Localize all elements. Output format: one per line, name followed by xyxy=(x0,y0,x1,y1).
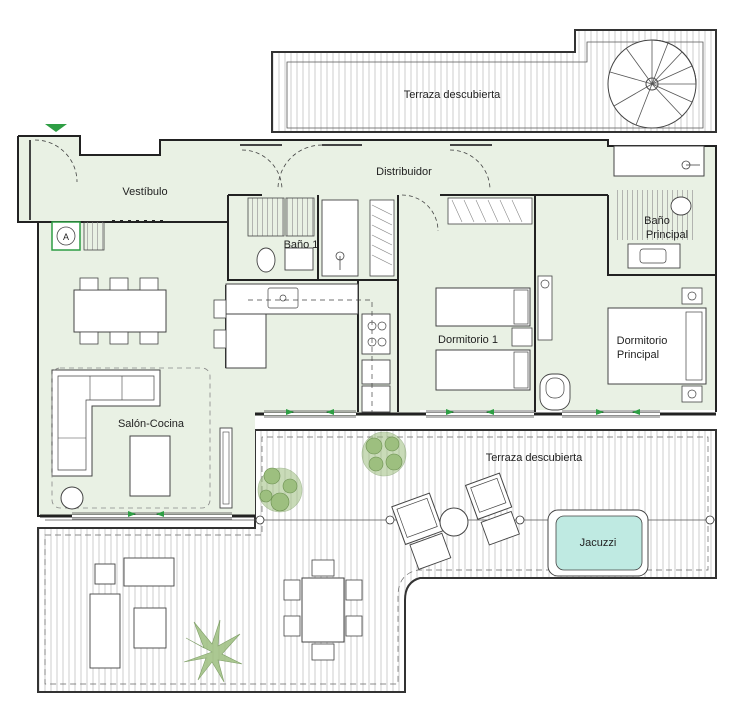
bedroom-1 xyxy=(435,275,553,391)
label-master-bedroom-line2: Principal xyxy=(617,349,659,361)
label-bathroom-1: Baño 1 xyxy=(284,239,319,251)
label-entrance-hall: Vestíbulo xyxy=(122,186,167,198)
label-master-bedroom-line1: Dormitorio xyxy=(617,335,668,347)
master-bedroom xyxy=(539,287,707,411)
jacuzzi-pool xyxy=(555,515,643,571)
living-kitchen xyxy=(51,277,391,510)
room-labels: Terraza descubierta Distribuidor Vestíbu… xyxy=(118,89,688,549)
entrance-marker-icon xyxy=(45,124,67,132)
top-terrace xyxy=(271,29,717,133)
label-jacuzzi: Jacuzzi xyxy=(580,537,617,549)
plant-icon xyxy=(257,467,303,513)
label-master-bath-line1: Baño xyxy=(644,215,670,227)
label-bottom-terrace: Terraza descubierta xyxy=(486,452,583,464)
label-bedroom-1: Dormitorio 1 xyxy=(438,334,498,346)
label-hallway: Distribuidor xyxy=(376,166,432,178)
hallway xyxy=(240,144,533,232)
plant-icon xyxy=(183,619,243,683)
meter-label: A xyxy=(63,232,69,242)
plant-icon xyxy=(361,431,407,477)
spiral-staircase xyxy=(607,39,697,129)
plants xyxy=(183,431,407,683)
windows xyxy=(72,409,660,520)
label-master-bath-line2: Principal xyxy=(646,229,688,241)
master-bathroom xyxy=(613,145,705,269)
terrace-furniture xyxy=(89,472,715,669)
label-top-terrace: Terraza descubierta xyxy=(404,89,501,101)
bathroom-1 xyxy=(247,197,395,277)
entrance: A xyxy=(29,124,163,251)
label-living-kitchen: Salón-Cocina xyxy=(118,418,185,430)
